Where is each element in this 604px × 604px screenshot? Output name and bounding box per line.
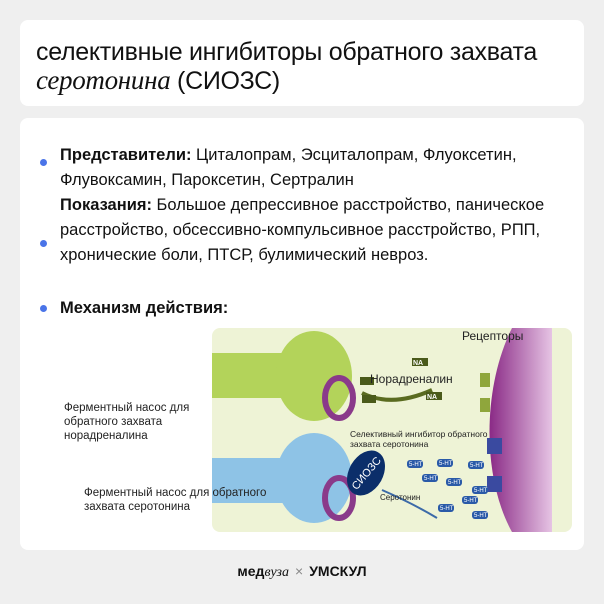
5ht-molecule: 5-HT	[474, 513, 488, 519]
5ht-molecule: 5-HT	[409, 462, 423, 468]
page-title: селективные ингибиторы обратного захвата…	[36, 38, 537, 95]
umskul-logo: УМСКУЛ	[309, 563, 367, 579]
5ht-molecule: 5-HT	[424, 476, 438, 482]
5ht-molecule: 5-HT	[470, 463, 484, 469]
na-pump-label: Ферментный насос для обратного захвата н…	[64, 402, 190, 442]
noradrenaline-label: Норадреналин	[370, 372, 453, 386]
serotonin-neuron	[276, 433, 352, 523]
5ht-molecule: 5-HT	[440, 506, 454, 512]
receptor-cell	[489, 328, 552, 532]
medvuza-logo: медвуза	[237, 563, 290, 580]
list-item: Механизм действия:	[60, 299, 229, 317]
footer-brands: медвуза×УМСКУЛ	[237, 563, 367, 580]
5ht-molecule: 5-HT	[448, 480, 462, 486]
bullet-icon	[40, 159, 47, 166]
na-molecule: NA	[413, 360, 423, 367]
inhibitor-label: Селективный ингибитор обратного захвата …	[350, 429, 488, 449]
5ht-pump-icon	[322, 475, 356, 521]
list-item: Показания: Большое депрессивное расстрой…	[60, 196, 545, 264]
5ht-molecule: 5-HT	[464, 498, 478, 504]
ssri-icon	[347, 450, 385, 496]
list-item: Представители: Циталопрам, Эсциталопрам,…	[60, 146, 517, 189]
serotonin-label: Серотонин	[380, 493, 420, 502]
receptors-label: Рецепторы	[462, 329, 523, 343]
bullet-icon	[40, 240, 47, 247]
na-neuron	[276, 331, 352, 421]
na-molecule: NA	[427, 394, 437, 401]
5ht-molecule: 5-HT	[439, 461, 453, 467]
5ht-molecule: 5-HT	[474, 488, 488, 494]
na-pump-icon	[322, 375, 356, 421]
bullet-icon	[40, 305, 47, 312]
5ht-pump-label: Ферментный насос для обратного захвата с…	[84, 487, 267, 513]
mechanism-diagram: СИОЗС NA NA 5-HT 5-HT 5-HT 5-HT 5-HT 5-H…	[212, 328, 572, 532]
header-card: селективные ингибиторы обратного захвата…	[20, 20, 584, 106]
